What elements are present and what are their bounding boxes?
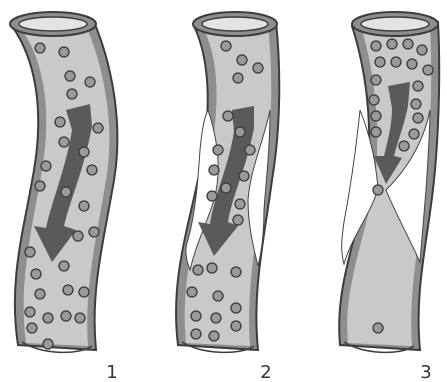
panel-label-1: 1 [106, 362, 117, 382]
panel-label-3: 3 [420, 362, 431, 382]
panel-label-2: 2 [260, 362, 271, 382]
vessel-3-top-opening [361, 17, 429, 31]
vessel-2-top-opening [202, 17, 268, 31]
vessel-3 [339, 12, 439, 352]
vessel-2 [176, 12, 279, 352]
vessel-1 [10, 12, 117, 352]
vessel-1-top-opening [19, 17, 87, 31]
